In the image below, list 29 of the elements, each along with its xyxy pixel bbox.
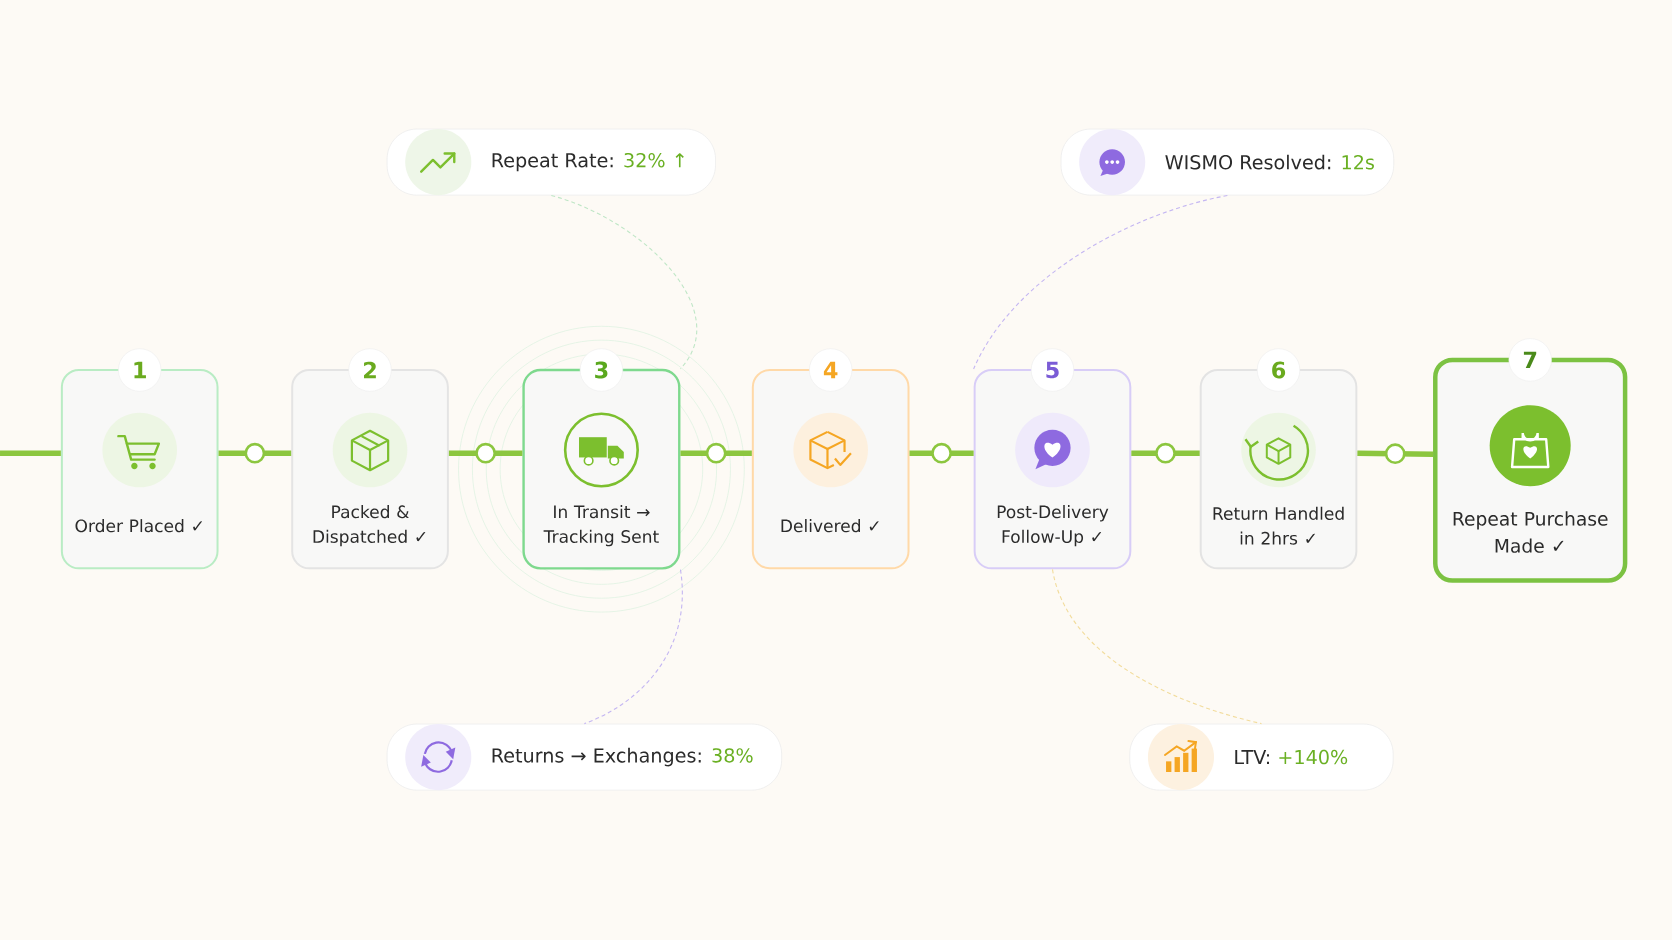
stat-text: Repeat Rate: 32% ↑ — [492, 152, 684, 171]
step-number: 6 — [1256, 348, 1301, 392]
step-label: Repeat Purchase Made ✓ — [1453, 511, 1608, 553]
step-number: 1 — [118, 348, 162, 392]
step-label: Post-Delivery Follow-Up ✓ — [997, 504, 1109, 547]
connector-line — [1357, 443, 1434, 464]
step-label: Packed & Dispatched ✓ — [313, 504, 426, 547]
stat-text: LTV: +140% — [1235, 749, 1348, 765]
dashed-arc — [550, 194, 697, 370]
dashed-arc — [1051, 568, 1262, 724]
timeline-line — [0, 450, 61, 456]
step-number: 5 — [1030, 348, 1075, 392]
dashed-arc — [583, 568, 683, 724]
connector-line — [448, 442, 523, 464]
dashed-arc — [973, 194, 1228, 370]
step-label: Return Handled in 2hrs ✓ — [1213, 506, 1344, 545]
step-label: Delivered ✓ — [781, 518, 879, 533]
connector-line — [909, 442, 974, 464]
connector-line — [218, 442, 292, 464]
stat-text: Returns → Exchanges: 38% — [492, 747, 753, 767]
step-number: 3 — [579, 348, 624, 392]
step-number: 7 — [1508, 338, 1552, 382]
step-number: 4 — [809, 348, 853, 392]
connector-line — [1131, 442, 1200, 464]
step-number: 2 — [348, 348, 392, 392]
connector-line — [680, 442, 752, 464]
stat-text: WISMO Resolved: 12s — [1165, 154, 1374, 170]
step-label: Order Placed ✓ — [75, 518, 202, 533]
step-label: In Transit → Tracking Sent — [543, 504, 659, 547]
